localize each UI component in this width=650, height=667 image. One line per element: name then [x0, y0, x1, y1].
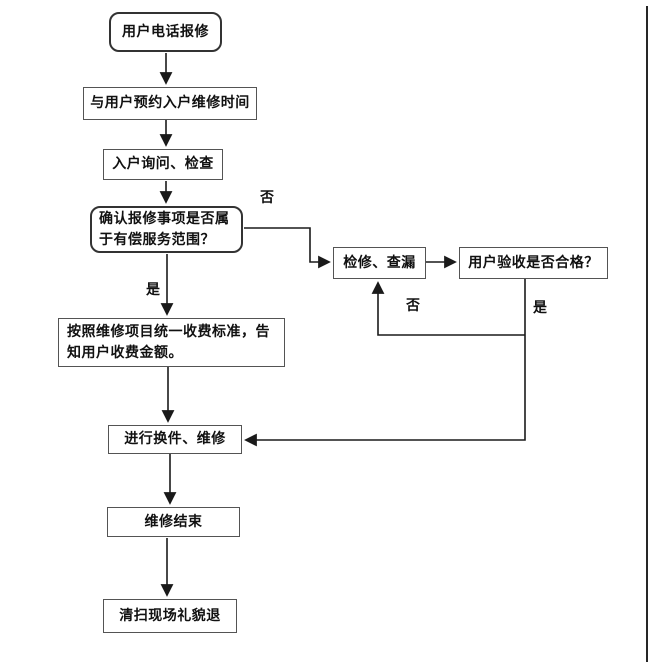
edge-label-yes-accept: 是	[532, 297, 548, 317]
flow-node-start: 用户电话报修	[109, 12, 222, 52]
flow-node-acceptance-check: 用户验收是否合格？	[459, 247, 608, 279]
edge-decision-no-repaircheck	[244, 227, 331, 269]
flow-node-start-label: 用户电话报修	[122, 23, 209, 40]
flow-node-repair-check: 检修、查漏	[333, 247, 426, 279]
flow-node-acceptance-label: 用户验收是否合格？	[468, 254, 599, 271]
edge-acceptance-yes-replace	[244, 279, 526, 447]
page-right-border	[646, 6, 648, 662]
edge-label-no-accept: 否	[405, 295, 421, 315]
flow-node-finish-label: 维修结束	[144, 513, 203, 530]
flow-node-charge-label: 按照维修项目统一收费标准，告知用户收费金额。	[67, 324, 270, 361]
flow-node-inquiry-label: 入户询问、检查	[112, 156, 214, 173]
edge-acceptance-no-loop	[371, 281, 525, 336]
flow-node-clean-label: 清扫现场礼貌退	[119, 607, 221, 624]
flow-node-repair-check-label: 检修、查漏	[343, 254, 416, 271]
flow-node-replace-label: 进行换件、维修	[124, 431, 226, 448]
flow-node-schedule-label: 与用户预约入户维修时间	[90, 95, 250, 112]
flow-node-inquiry: 入户询问、检查	[103, 149, 223, 180]
flow-node-charge-standard: 按照维修项目统一收费标准，告知用户收费金额。	[58, 318, 285, 367]
flow-node-decision-paid-label: 确认报修事项是否属于有偿服务范围？	[99, 211, 230, 248]
edge-label-yes-paid: 是	[145, 279, 161, 299]
flow-node-clean-up: 清扫现场礼貌退	[103, 599, 237, 633]
flow-node-repair-finished: 维修结束	[107, 507, 240, 537]
flow-node-schedule: 与用户预约入户维修时间	[83, 87, 257, 120]
flow-node-decision-paid-service: 确认报修事项是否属于有偿服务范围？	[90, 206, 243, 253]
edge-label-no-paid: 否	[259, 187, 275, 207]
flow-node-replace-repair: 进行换件、维修	[108, 425, 242, 454]
